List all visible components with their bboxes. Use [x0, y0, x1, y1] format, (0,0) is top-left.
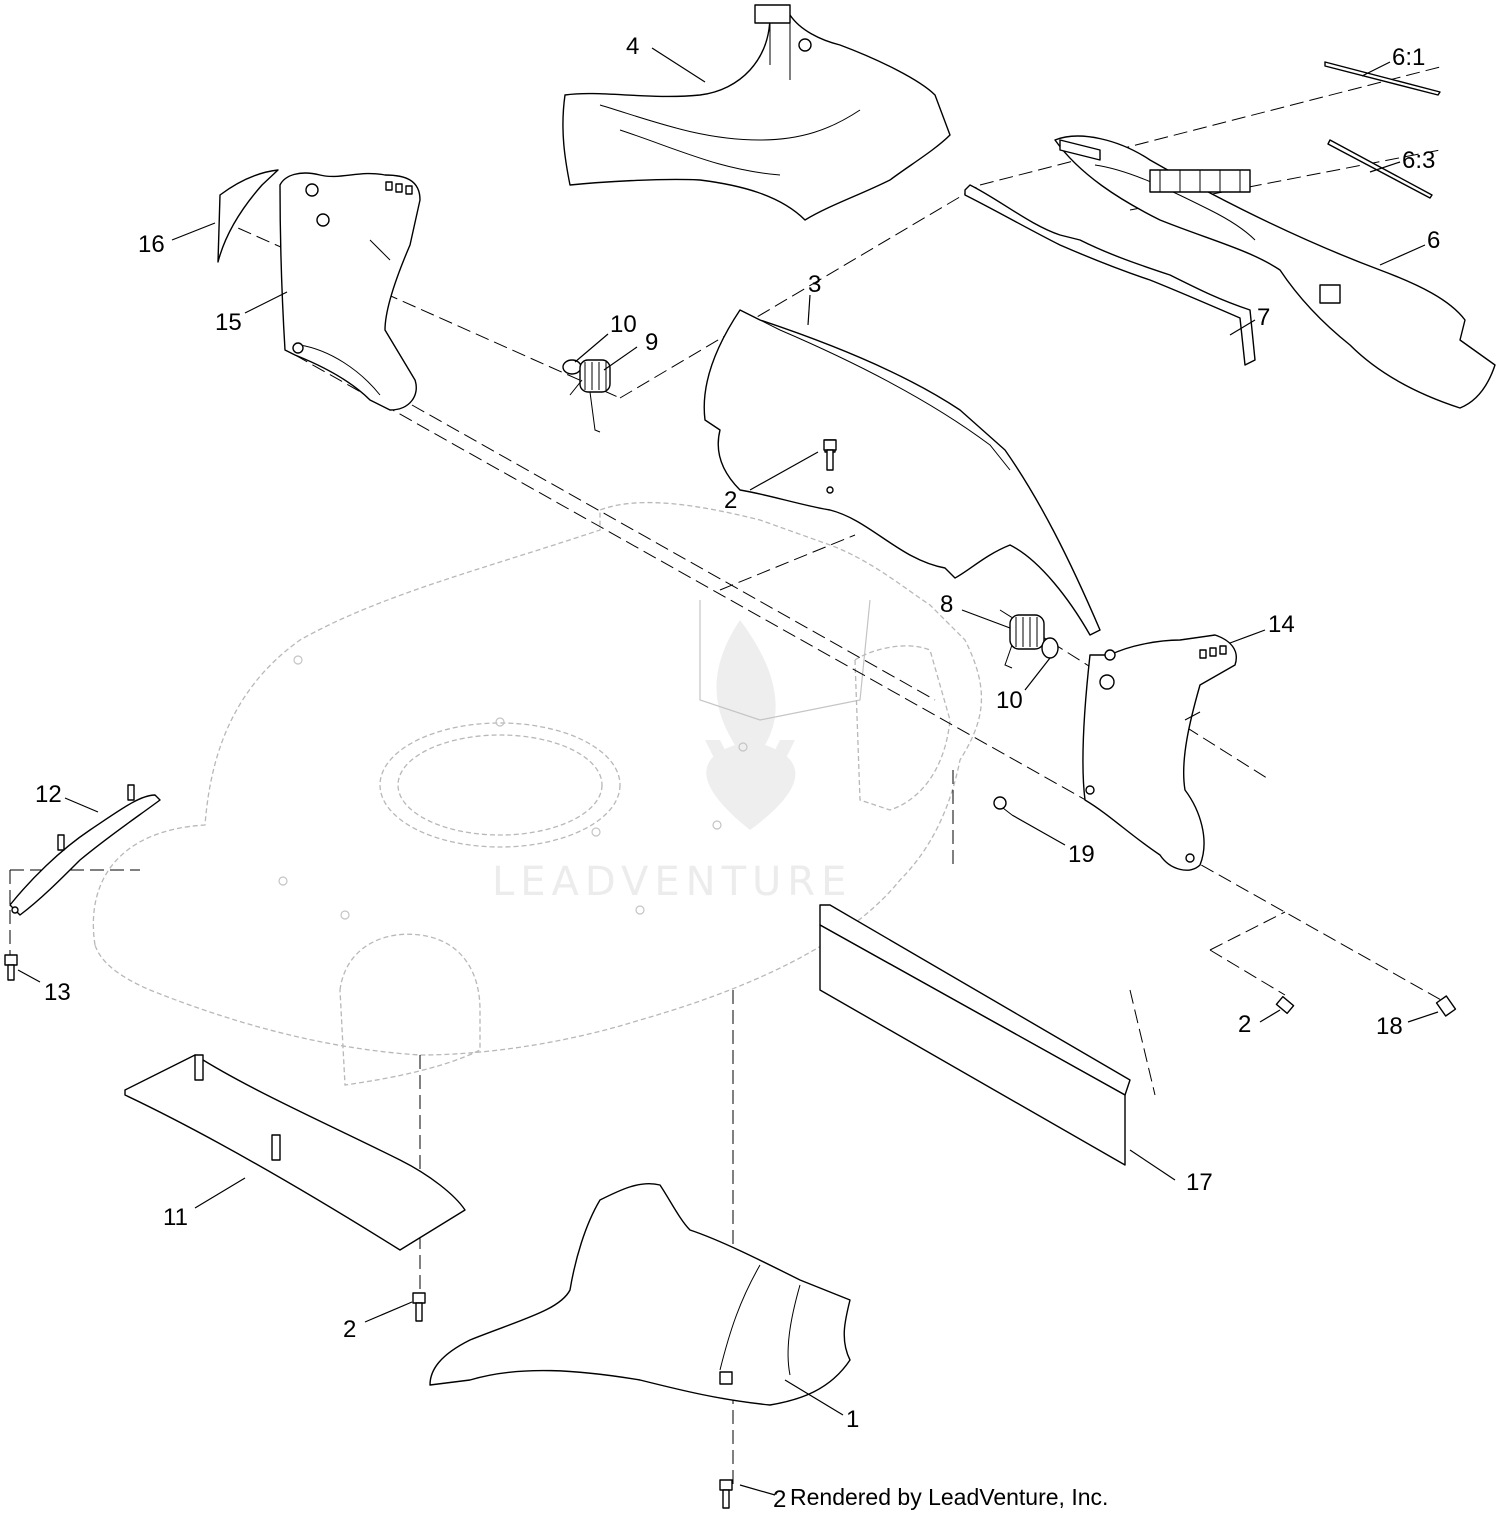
part-9-spring [562, 359, 611, 433]
callout-10-right: 10 [996, 687, 1023, 714]
callout-1: 1 [846, 1406, 859, 1433]
part-18-rear-flap [819, 904, 1131, 1166]
part-6-decals [1324, 61, 1441, 199]
callout-6-3: 6:3 [1402, 147, 1435, 174]
callout-2-right: 2 [1238, 1011, 1251, 1038]
callout-3: 3 [808, 271, 821, 298]
callout-4: 4 [626, 33, 639, 60]
bolt-16 [1435, 995, 1457, 1017]
part-6-rear-door [1054, 135, 1496, 409]
bolt-2-plate [412, 1292, 426, 1322]
part-14-bracket [1082, 634, 1237, 871]
mower-deck [92, 501, 982, 1086]
bolt-13 [4, 954, 18, 981]
callout-15: 15 [215, 309, 242, 336]
callout-13: 13 [44, 979, 71, 1006]
callout-8: 8 [940, 591, 953, 618]
part-15-bracket [279, 172, 421, 411]
callout-9: 9 [645, 329, 658, 356]
bolt-2-top [823, 439, 837, 471]
part-12-skid [9, 784, 161, 916]
bolt-19 [993, 796, 1013, 816]
part-7-hinge-rod [964, 184, 1341, 366]
callout-19: 19 [1068, 841, 1095, 868]
callout-16: 18 [1376, 1013, 1403, 1040]
callout-12: 12 [35, 781, 62, 808]
part-3-baffle [703, 309, 1101, 636]
leader-lines [17, 47, 1439, 1496]
part-11-plate [124, 1054, 466, 1251]
callout-2-baffle: 2 [724, 487, 737, 514]
callout-6-1: 6:1 [1392, 44, 1425, 71]
callout-10-left: 10 [610, 311, 637, 338]
callout-7: 7 [1257, 304, 1270, 331]
callout-18: 17 [1186, 1169, 1213, 1196]
bolt-2-right [1275, 995, 1295, 1015]
callout-2-plate: 2 [343, 1316, 356, 1343]
watermark-text: LEADVENTURE [492, 859, 852, 905]
part-8-spring [1004, 614, 1059, 669]
callout-6: 6 [1427, 227, 1440, 254]
callout-17: 16 [138, 231, 165, 258]
callout-2-bottom: 2 [773, 1486, 786, 1513]
callout-11: 11 [163, 1204, 188, 1231]
bolt-2-bottom [719, 1479, 733, 1509]
callout-14: 14 [1268, 611, 1295, 638]
part-17-decal [217, 169, 279, 263]
render-credit: Rendered by LeadVenture, Inc. [790, 1484, 1108, 1510]
part-1-deflector [429, 1183, 851, 1406]
watermark-flame-icon [705, 620, 796, 830]
watermark: LEADVENTURE [492, 620, 852, 905]
part-4-deflector [562, 4, 951, 221]
callout-labels: 4 16 15 10 9 3 2 6:1 6:3 6 7 8 10 14 19 … [35, 33, 1440, 1513]
fasteners [4, 439, 1457, 1509]
